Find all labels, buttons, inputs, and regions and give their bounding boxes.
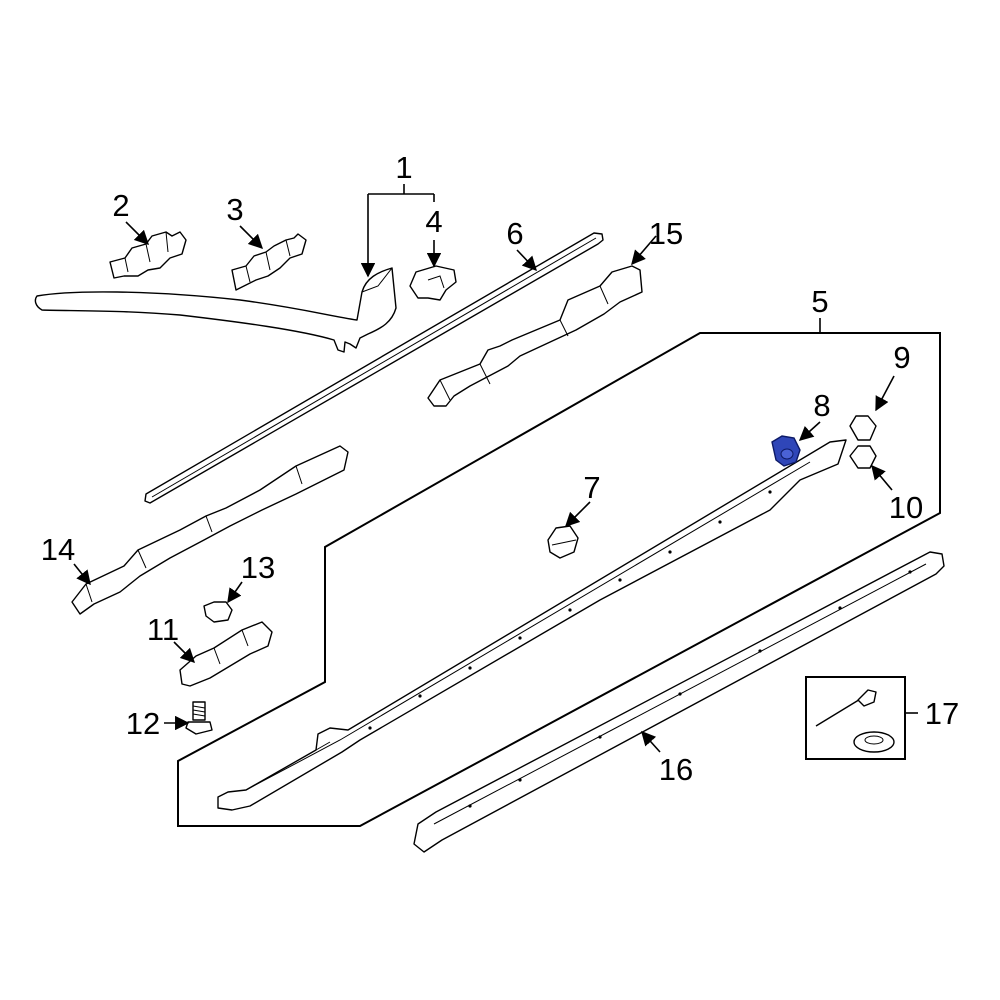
callout-4: 4 [425, 204, 442, 239]
part-17-rivet-kit[interactable] [815, 689, 895, 753]
callout-10: 10 [889, 490, 923, 525]
part-5-rocker-panel[interactable] [217, 439, 847, 811]
leader-lines [73, 184, 918, 753]
callout-15: 15 [649, 216, 683, 251]
assembly-outline-5 [177, 332, 941, 827]
callout-2: 2 [112, 188, 129, 223]
part-4-clip[interactable] [409, 265, 457, 301]
callout-16: 16 [659, 752, 693, 787]
part-14-bracket[interactable] [71, 445, 349, 615]
callout-6: 6 [506, 216, 523, 251]
part-11-bracket[interactable] [179, 621, 273, 687]
part-12-bolt[interactable] [185, 701, 213, 735]
molding-holes [468, 570, 912, 808]
callout-1: 1 [395, 150, 412, 185]
callout-8: 8 [813, 388, 830, 423]
callout-11: 11 [147, 612, 179, 647]
part-2-clip[interactable] [109, 231, 187, 279]
part-15-bracket[interactable] [427, 265, 643, 407]
callout-labels: 1 2 3 4 5 6 7 8 9 10 11 12 13 14 15 16 1… [41, 150, 959, 787]
callout-9: 9 [893, 340, 910, 375]
callout-14: 14 [41, 532, 75, 567]
part-9-clip[interactable] [849, 415, 877, 441]
part-3-clip[interactable] [231, 233, 307, 291]
callout-12: 12 [126, 706, 160, 741]
callout-17: 17 [925, 696, 959, 731]
part-8-clip-highlighted[interactable] [771, 435, 801, 467]
part-10-clip[interactable] [849, 445, 877, 469]
callout-13: 13 [241, 550, 275, 585]
rocker-holes [368, 490, 772, 730]
callout-3: 3 [226, 192, 243, 227]
part-6-strip[interactable] [144, 232, 604, 504]
kit-box-17 [805, 676, 906, 760]
part-16-molding[interactable] [413, 551, 945, 853]
part-13-clip[interactable] [203, 601, 233, 623]
part-7-clip[interactable] [547, 525, 579, 559]
part-1-trim[interactable] [34, 267, 397, 353]
callout-5: 5 [811, 284, 828, 319]
callout-7: 7 [583, 470, 600, 505]
